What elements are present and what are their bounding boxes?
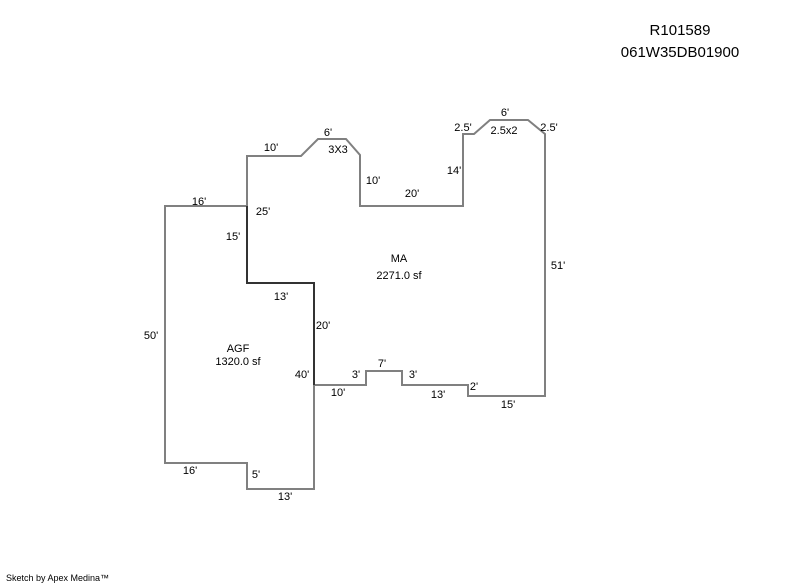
dimension-label: 6' [501, 107, 509, 119]
dimension-label: 51' [551, 260, 565, 272]
dimension-label: 3' [409, 369, 417, 381]
dimension-label: 15' [501, 399, 515, 411]
dimension-label: 20' [316, 320, 330, 332]
sketch-credit: Sketch by Apex Medina™ [6, 573, 110, 583]
sub-area-label: 3X3 [328, 144, 348, 156]
map-number: 061W35DB01900 [620, 44, 740, 61]
dimension-label: 2' [470, 381, 478, 393]
dimension-label: 40' [295, 369, 309, 381]
shared-wall [246, 206, 315, 385]
dimension-label: 50' [144, 330, 158, 342]
dimension-label: 3' [352, 369, 360, 381]
sub-area-label: 2.5x2 [491, 125, 518, 137]
dimension-label: 5' [252, 469, 260, 481]
dimension-label: 16' [192, 196, 206, 208]
dimension-label: 10' [331, 387, 345, 399]
dimension-label: 10' [366, 175, 380, 187]
dimension-label: 20' [405, 188, 419, 200]
parcel-id: R101589 [649, 22, 711, 39]
dimension-label: 6' [324, 127, 332, 139]
agf-outline [164, 205, 315, 490]
dimension-label: 13' [278, 491, 292, 503]
area-size-ma: 2271.0 sf [376, 270, 422, 282]
dimension-label: 13' [431, 389, 445, 401]
dimension-label: 7' [378, 358, 386, 370]
dimension-label: 2.5' [540, 122, 557, 134]
area-code-ma: MA [391, 253, 408, 265]
dimension-label: 15' [226, 231, 240, 243]
dimension-label: 25' [256, 206, 270, 218]
area-size-agf: 1320.0 sf [215, 356, 261, 368]
dimension-label: 10' [264, 142, 278, 154]
ma-outline [246, 119, 546, 397]
dimension-label: 2.5' [454, 122, 471, 134]
area-code-agf: AGF [227, 343, 250, 355]
dimension-label: 14' [447, 165, 461, 177]
dimension-label: 13' [274, 291, 288, 303]
dimension-label: 16' [183, 465, 197, 477]
